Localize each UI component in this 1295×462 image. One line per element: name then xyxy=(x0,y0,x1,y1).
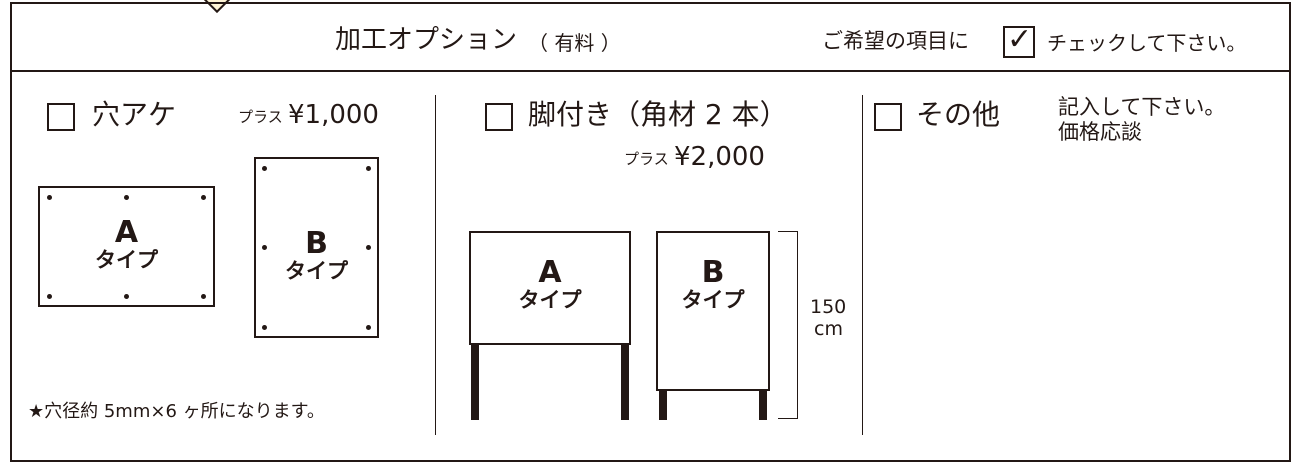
hole-dot xyxy=(262,245,267,250)
hole-dot xyxy=(366,245,371,250)
leg-post xyxy=(659,391,667,420)
hole-dot xyxy=(201,195,206,200)
header-title: 加工オプション xyxy=(335,25,518,55)
legs-panel-b: B タイプ xyxy=(656,231,770,391)
hole-dot xyxy=(366,325,371,330)
column-divider-2 xyxy=(862,95,863,435)
legs-price-prefix: プラス xyxy=(624,150,669,168)
hole-dot xyxy=(124,294,129,299)
header-title-paid: （ 有料 ） xyxy=(528,31,621,55)
panel-type-letter: A xyxy=(538,255,562,290)
leg-post xyxy=(621,345,629,420)
panel-type-word: タイプ xyxy=(95,248,158,272)
header-instruction-prefix: ご希望の項目に xyxy=(822,29,969,53)
sample-checkbox: ✓ xyxy=(1003,22,1035,58)
panel-type-word: タイプ xyxy=(285,259,348,283)
hole-dot xyxy=(262,166,267,171)
hole-label: 穴アケ xyxy=(92,98,177,131)
legs-panel-a: A タイプ xyxy=(469,231,631,345)
hole-dot xyxy=(47,195,52,200)
hole-dot xyxy=(262,325,267,330)
panel-type-word: タイプ xyxy=(681,288,745,312)
panel-type-word: タイプ xyxy=(518,288,582,312)
header-divider xyxy=(10,70,1291,72)
other-note-line2: 価格応談 xyxy=(1058,120,1142,144)
hole-price-prefix: プラス xyxy=(238,108,283,126)
hole-dot xyxy=(124,195,129,200)
hole-dot xyxy=(366,166,371,171)
hole-note: ★穴径約 5mm×6 ヶ所になります。 xyxy=(28,401,325,422)
hole-price: ¥1,000 xyxy=(288,100,379,130)
height-value: 150 xyxy=(810,296,847,318)
header-instruction-suffix: チェックして下さい。 xyxy=(1047,31,1247,55)
other-checkbox[interactable] xyxy=(874,103,902,131)
check-mark-icon: ✓ xyxy=(1007,22,1033,57)
leg-post xyxy=(471,345,479,420)
column-divider-1 xyxy=(435,95,436,435)
other-label: その他 xyxy=(916,98,1001,131)
legs-label: 脚付き（角材 2 本） xyxy=(528,98,788,131)
hole-panel-a: A タイプ xyxy=(38,186,215,307)
other-note-line1: 記入して下さい。 xyxy=(1058,95,1226,119)
panel-type-letter: B xyxy=(701,255,725,290)
legs-price: ¥2,000 xyxy=(674,142,765,172)
height-dimension-bracket xyxy=(778,231,798,419)
hole-dot xyxy=(201,294,206,299)
hole-panel-b: B タイプ xyxy=(254,157,379,338)
panel-type-letter: B xyxy=(305,226,328,261)
hole-checkbox[interactable] xyxy=(47,103,75,131)
panel-type-letter: A xyxy=(114,215,139,250)
leg-post xyxy=(759,391,767,420)
height-unit: cm xyxy=(814,318,843,340)
hole-dot xyxy=(47,294,52,299)
legs-checkbox[interactable] xyxy=(485,103,513,131)
